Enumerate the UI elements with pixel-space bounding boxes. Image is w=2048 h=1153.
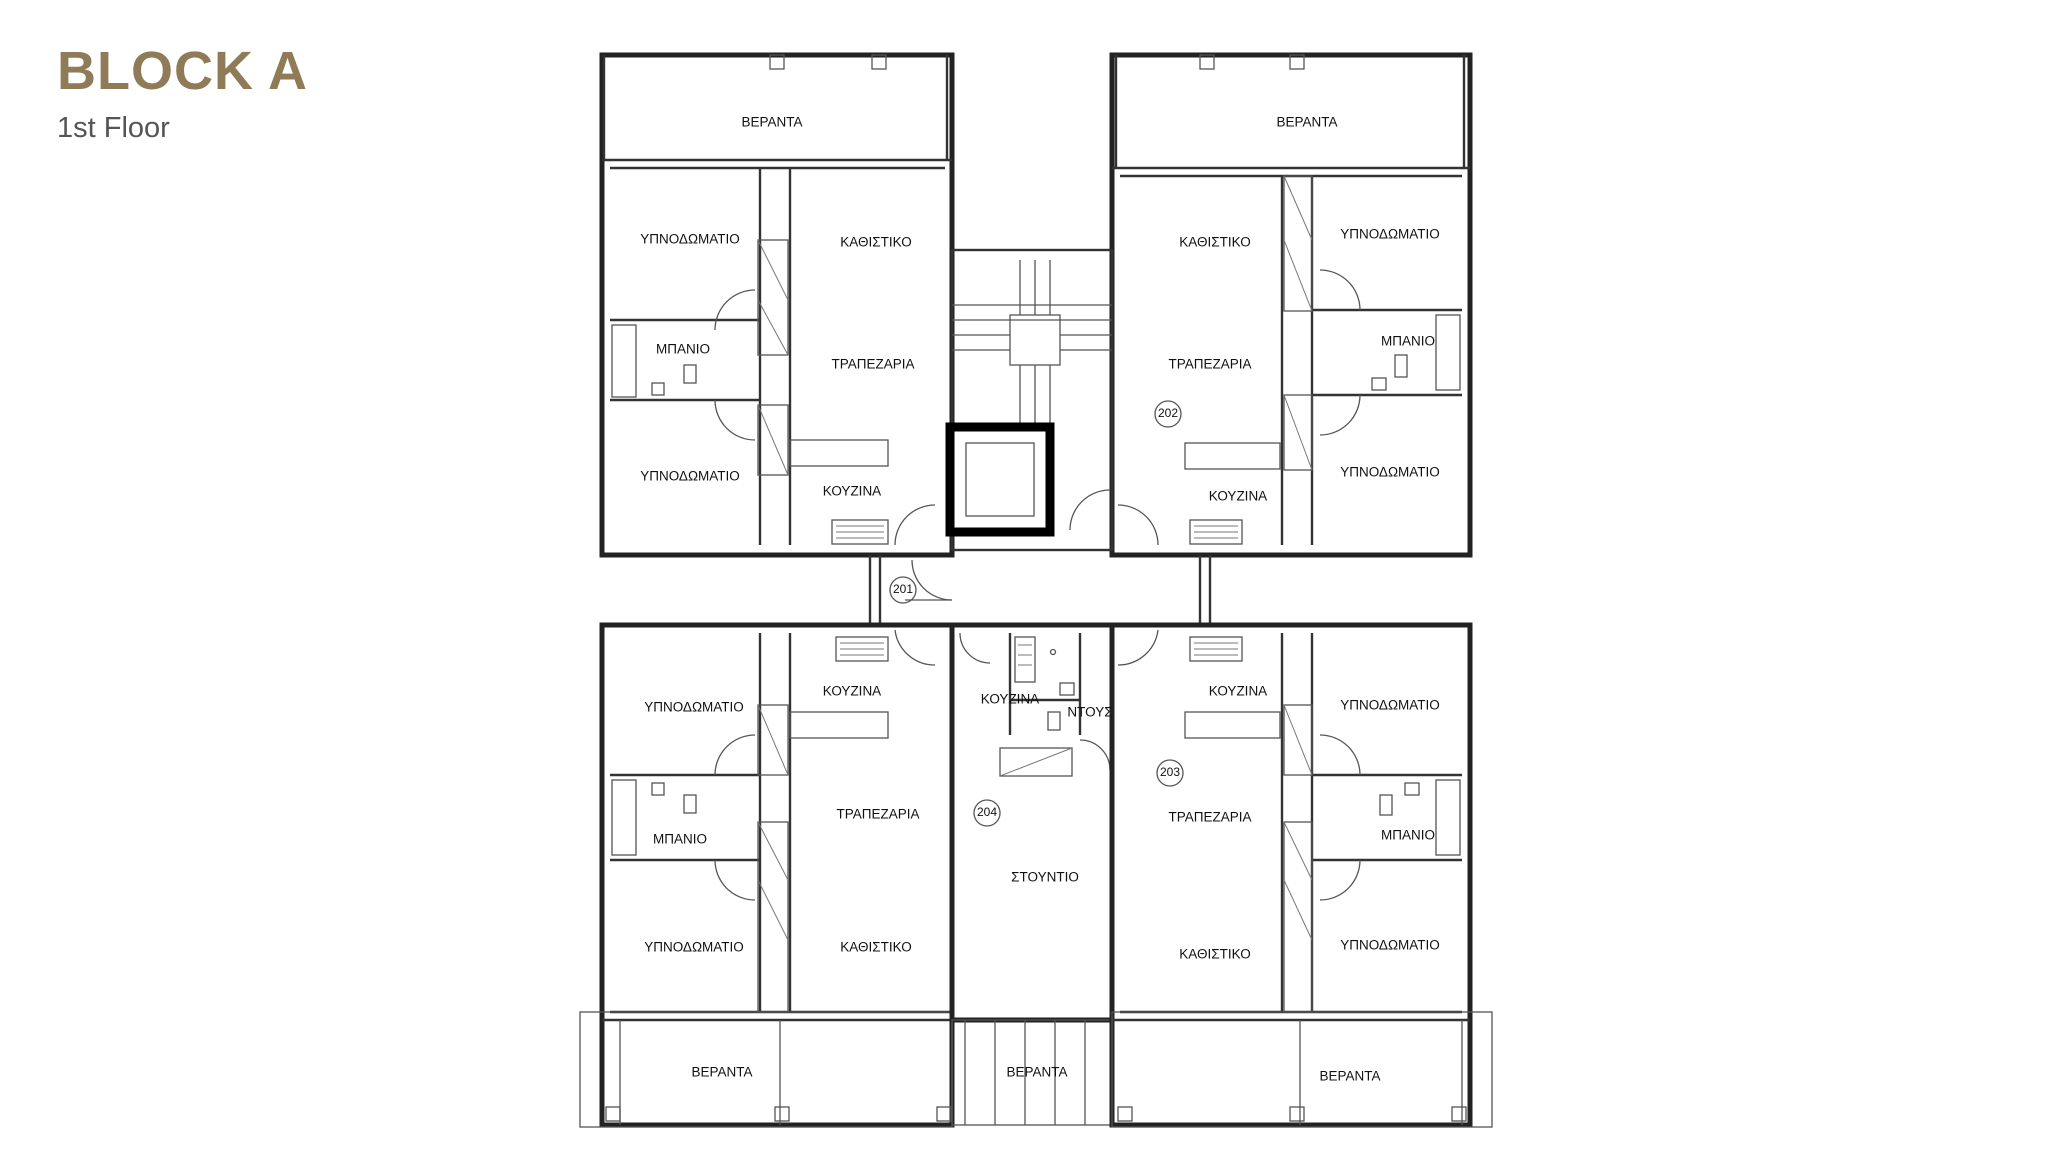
kitchen-label: ΚΟΥΖΙΝΑ (823, 684, 881, 699)
bedroom-label: ΥΠΝΟΔΩΜΑΤΙΟ (1340, 938, 1440, 953)
veranda-label: ΒΕΡΑΝΤΑ (741, 115, 802, 130)
unit-marker-202: 202 (1154, 400, 1182, 428)
veranda-label: ΒΕΡΑΝΤΑ (691, 1065, 752, 1080)
dining-room-label: ΤΡΑΠΕΖΑΡΙΑ (836, 807, 919, 822)
unit-number: 203 (1160, 765, 1180, 779)
living-room-label: ΚΑΘΙΣΤΙΚΟ (1179, 947, 1250, 962)
dining-room-label: ΤΡΑΠΕΖΑΡΙΑ (831, 357, 914, 372)
apartment-bottom-left (579, 622, 955, 1128)
unit-marker-201: 201 (889, 576, 917, 604)
kitchen-label: ΚΟΥΖΙΝΑ (1209, 489, 1267, 504)
veranda-label: ΒΕΡΑΝΤΑ (1006, 1065, 1067, 1080)
lift-shaft (945, 422, 1055, 537)
kitchen-label: ΚΟΥΖΙΝΑ (981, 692, 1039, 707)
studio-label: ΣΤΟΥΝΤΙΟ (1011, 870, 1079, 885)
bedroom-label: ΥΠΝΟΔΩΜΑΤΙΟ (644, 940, 744, 955)
living-room-label: ΚΑΘΙΣΤΙΚΟ (840, 940, 911, 955)
bedroom-label: ΥΠΝΟΔΩΜΑΤΙΟ (640, 232, 740, 247)
apartment-203 (1109, 622, 1493, 1128)
floor-subtitle: 1st Floor (57, 112, 170, 144)
shower-label: ΝΤΟΥΣ (1067, 705, 1112, 720)
unit-marker-204: 204 (973, 799, 1001, 827)
stair-core (868, 248, 1212, 625)
dining-room-label: ΤΡΑΠΕΖΑΡΙΑ (1168, 810, 1251, 825)
bedroom-label: ΥΠΝΟΔΩΜΑΤΙΟ (640, 469, 740, 484)
veranda-label: ΒΕΡΑΝΤΑ (1276, 115, 1337, 130)
veranda-label: ΒΕΡΑΝΤΑ (1319, 1069, 1380, 1084)
bathroom-label: ΜΠΑΝΙΟ (656, 342, 710, 357)
dining-room-label: ΤΡΑΠΕΖΑΡΙΑ (1168, 357, 1251, 372)
bedroom-label: ΥΠΝΟΔΩΜΑΤΙΟ (1340, 227, 1440, 242)
unit-number: 202 (1158, 406, 1178, 420)
bedroom-label: ΥΠΝΟΔΩΜΑΤΙΟ (1340, 465, 1440, 480)
unit-marker-203: 203 (1156, 759, 1184, 787)
bathroom-label: ΜΠΑΝΙΟ (1381, 828, 1435, 843)
apartment-202 (1109, 52, 1473, 558)
bedroom-label: ΥΠΝΟΔΩΜΑΤΙΟ (1340, 698, 1440, 713)
bathroom-label: ΜΠΑΝΙΟ (1381, 334, 1435, 349)
living-room-label: ΚΑΘΙΣΤΙΚΟ (1179, 235, 1250, 250)
unit-number: 204 (977, 805, 997, 819)
unit-number: 201 (893, 582, 913, 596)
living-room-label: ΚΑΘΙΣΤΙΚΟ (840, 235, 911, 250)
kitchen-label: ΚΟΥΖΙΝΑ (823, 484, 881, 499)
kitchen-label: ΚΟΥΖΙΝΑ (1209, 684, 1267, 699)
page-title: BLOCK A (57, 41, 308, 101)
bedroom-label: ΥΠΝΟΔΩΜΑΤΙΟ (644, 700, 744, 715)
bathroom-label: ΜΠΑΝΙΟ (653, 832, 707, 847)
